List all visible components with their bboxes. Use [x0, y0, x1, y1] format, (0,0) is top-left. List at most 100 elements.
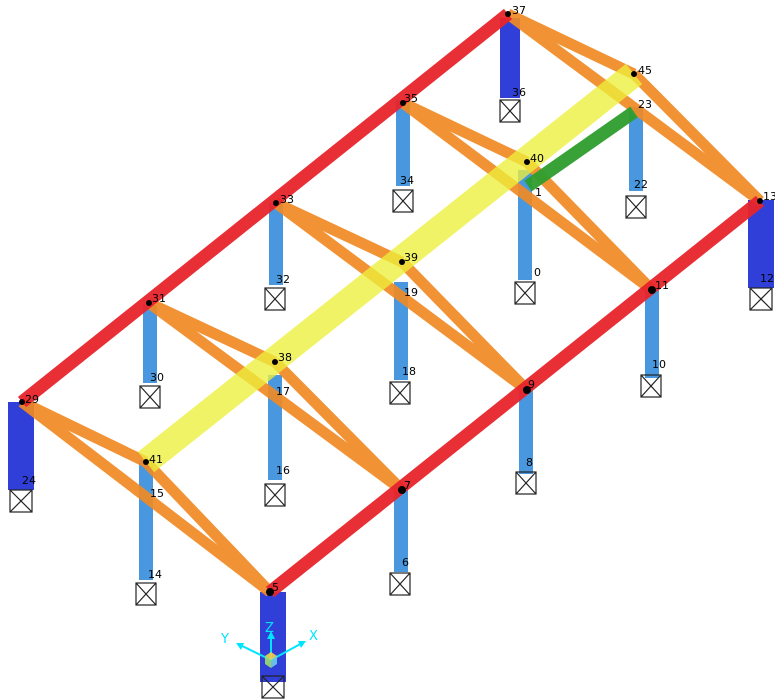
column-11-10[interactable]: [645, 290, 659, 378]
column-31-30[interactable]: [143, 305, 157, 383]
node-37[interactable]: [505, 11, 511, 17]
node-label-18: 18: [402, 365, 416, 378]
x-axis-arrowhead-icon: [298, 641, 306, 648]
support-base-5[interactable]: [261, 675, 285, 699]
corner-columns: [8, 18, 774, 682]
node-label-36: 36: [512, 86, 526, 99]
nodes: [19, 11, 763, 596]
brace-29-5[interactable]: [18, 397, 274, 597]
node-38[interactable]: [272, 359, 278, 365]
support-22[interactable]: [625, 195, 647, 219]
node-label-5: 5: [272, 581, 279, 594]
node-35[interactable]: [400, 100, 406, 106]
ridge-beam-41-45[interactable]: [137, 63, 643, 473]
brace-37-13[interactable]: [504, 9, 764, 206]
node-label-12: 12: [760, 272, 774, 285]
node-label-33: 33: [280, 193, 294, 206]
node-11[interactable]: [648, 286, 656, 294]
node-label-38: 38: [278, 351, 292, 364]
node-29[interactable]: [19, 399, 25, 405]
node-39[interactable]: [399, 259, 405, 265]
node-label-29: 29: [25, 393, 39, 406]
z-axis-label: Z: [265, 621, 274, 636]
node-label-10: 10: [652, 358, 666, 371]
node-label-41: 41: [149, 453, 163, 466]
node-label-31: 31: [152, 292, 166, 305]
node-label-14: 14: [148, 568, 162, 581]
node-label-39: 39: [404, 251, 418, 264]
column-37-36[interactable]: [500, 18, 520, 98]
supports: [9, 99, 773, 699]
brace-38-7[interactable]: [271, 358, 406, 494]
brace-31-7[interactable]: [145, 298, 406, 495]
node-label-24: 24: [22, 474, 36, 487]
column-33-32[interactable]: [269, 203, 283, 285]
node-label-13: 13: [763, 190, 775, 203]
node-labels: 37 45 23 36 35 40 1 34 22 13 12 33 39 19…: [22, 4, 775, 594]
green-brace-21-23[interactable]: [524, 106, 638, 192]
brace-41-5[interactable]: [142, 458, 274, 596]
column-35-34[interactable]: [396, 100, 410, 186]
node-label-6: 6: [402, 556, 409, 569]
y-axis-arrowhead-icon: [236, 643, 244, 650]
node-label-22: 22: [634, 178, 648, 191]
node-40[interactable]: [524, 159, 530, 165]
brace-35-11[interactable]: [399, 98, 656, 295]
support-36[interactable]: [499, 99, 521, 123]
support-10[interactable]: [640, 374, 662, 398]
support-20[interactable]: [514, 281, 536, 305]
column-7-6[interactable]: [394, 490, 408, 572]
node-7[interactable]: [398, 486, 406, 494]
braces: [18, 9, 764, 597]
support-12[interactable]: [749, 287, 773, 311]
node-45[interactable]: [631, 71, 637, 77]
node-label-16: 16: [276, 464, 290, 477]
edge-beams: [17, 8, 765, 598]
axis-origin-cube-side-icon: [265, 656, 271, 668]
y-axis-label: Y: [220, 632, 229, 647]
column-41-14[interactable]: [139, 460, 153, 580]
brace-40-11[interactable]: [523, 158, 656, 294]
beam-13-5[interactable]: [265, 195, 765, 598]
node-label-19: 19: [404, 286, 418, 299]
node-9[interactable]: [523, 386, 531, 394]
node-31[interactable]: [146, 300, 152, 306]
support-16[interactable]: [264, 483, 286, 507]
beam-37-29[interactable]: [17, 8, 513, 408]
node-13[interactable]: [757, 198, 763, 204]
brace-39-9[interactable]: [398, 258, 531, 394]
node-label-40: 40: [530, 152, 544, 165]
column-23-22[interactable]: [629, 107, 643, 191]
node-33[interactable]: [273, 200, 279, 206]
column-9-8[interactable]: [519, 388, 533, 474]
column-29-24[interactable]: [8, 402, 34, 490]
column-19-18[interactable]: [394, 282, 408, 380]
node-label-8: 8: [526, 456, 533, 469]
brace-33-9[interactable]: [272, 198, 531, 395]
z-axis-arrowhead-icon: [267, 631, 275, 639]
node-label-23: 23: [638, 98, 652, 111]
node-label-7: 7: [404, 479, 411, 492]
support-8[interactable]: [515, 471, 537, 495]
node-41[interactable]: [143, 459, 149, 465]
node-label-11: 11: [655, 279, 669, 292]
axis-triad: X Y Z: [220, 621, 318, 668]
axis-origin-cube-front-icon: [271, 656, 277, 668]
node-label-20: 0: [534, 266, 541, 279]
node-label-35: 35: [404, 92, 418, 105]
node-label-17: 17: [276, 385, 290, 398]
support-6[interactable]: [389, 572, 411, 596]
node-label-15: 15: [150, 487, 164, 500]
node-label-9: 9: [528, 378, 535, 391]
support-32[interactable]: [264, 287, 286, 311]
support-34[interactable]: [392, 189, 414, 213]
node-label-32: 32: [276, 273, 290, 286]
support-14[interactable]: [135, 582, 157, 606]
node-5[interactable]: [266, 588, 274, 596]
support-30[interactable]: [139, 385, 161, 409]
support-18[interactable]: [389, 381, 411, 405]
support-24[interactable]: [9, 489, 33, 513]
node-label-37: 37: [512, 4, 526, 17]
